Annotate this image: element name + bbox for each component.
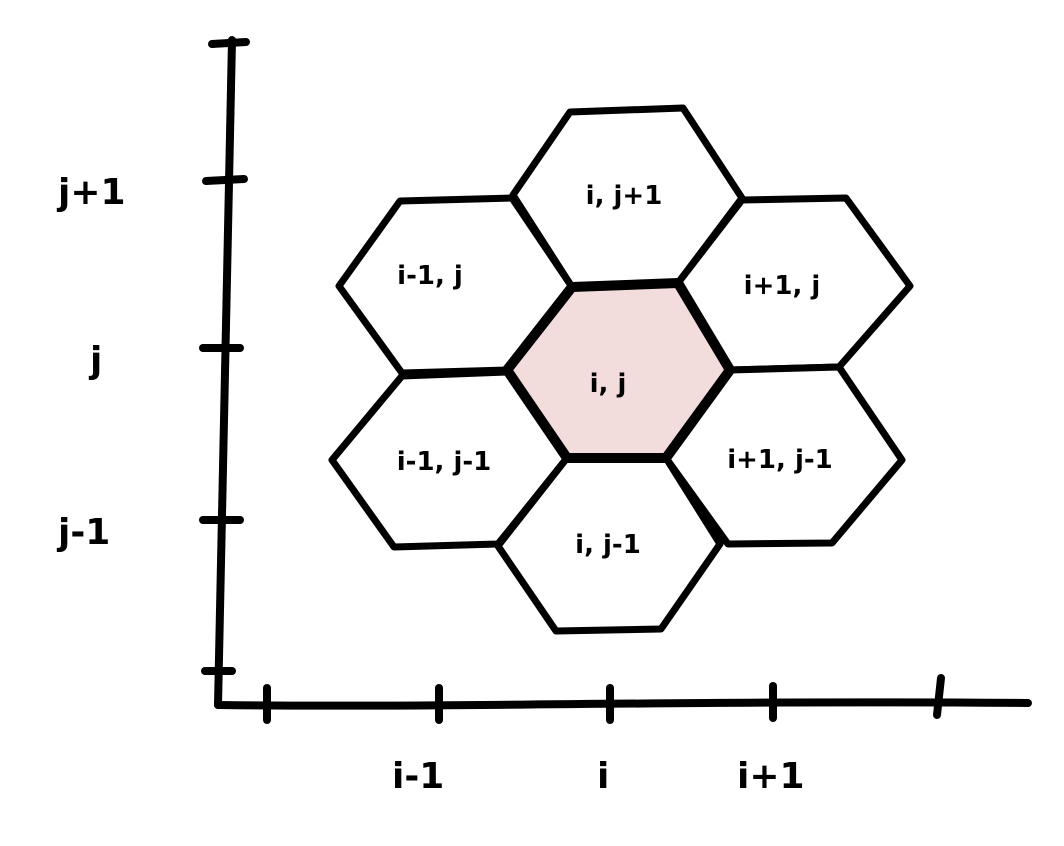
y-label-j: j [88, 340, 102, 381]
hex-cell-center [502, 278, 735, 463]
y-tick-j-plus-1 [202, 175, 248, 185]
y-axis-line [214, 36, 236, 709]
x-axis-line [214, 698, 1032, 710]
y-tick-top [208, 38, 250, 48]
cell-label-lower-right: i+1, j-1 [727, 445, 833, 475]
y-axis-labels: j+1 j j-1 [56, 172, 126, 553]
cell-label-center: i, j [590, 369, 627, 399]
cell-labels: i, j+1 i-1, j i+1, j i, j i-1, j-1 i+1, … [397, 181, 833, 560]
cell-label-lower-left: i-1, j-1 [397, 447, 492, 477]
x-label-i-plus-1: i+1 [737, 756, 805, 797]
x-label-i-minus-1: i-1 [392, 756, 444, 797]
axes [199, 36, 1032, 724]
x-label-i: i [597, 756, 609, 797]
x-tick-right [933, 674, 945, 719]
cell-label-upper-left: i-1, j [397, 261, 463, 291]
cell-label-top: i, j+1 [586, 181, 663, 211]
x-axis-labels: i-1 i i+1 [392, 756, 805, 797]
cell-label-bottom: i, j-1 [575, 530, 641, 560]
y-label-j-plus-1: j+1 [56, 172, 126, 213]
y-label-j-minus-1: j-1 [56, 512, 110, 553]
cell-label-upper-right: i+1, j [744, 271, 821, 301]
hex-cells [328, 104, 914, 635]
